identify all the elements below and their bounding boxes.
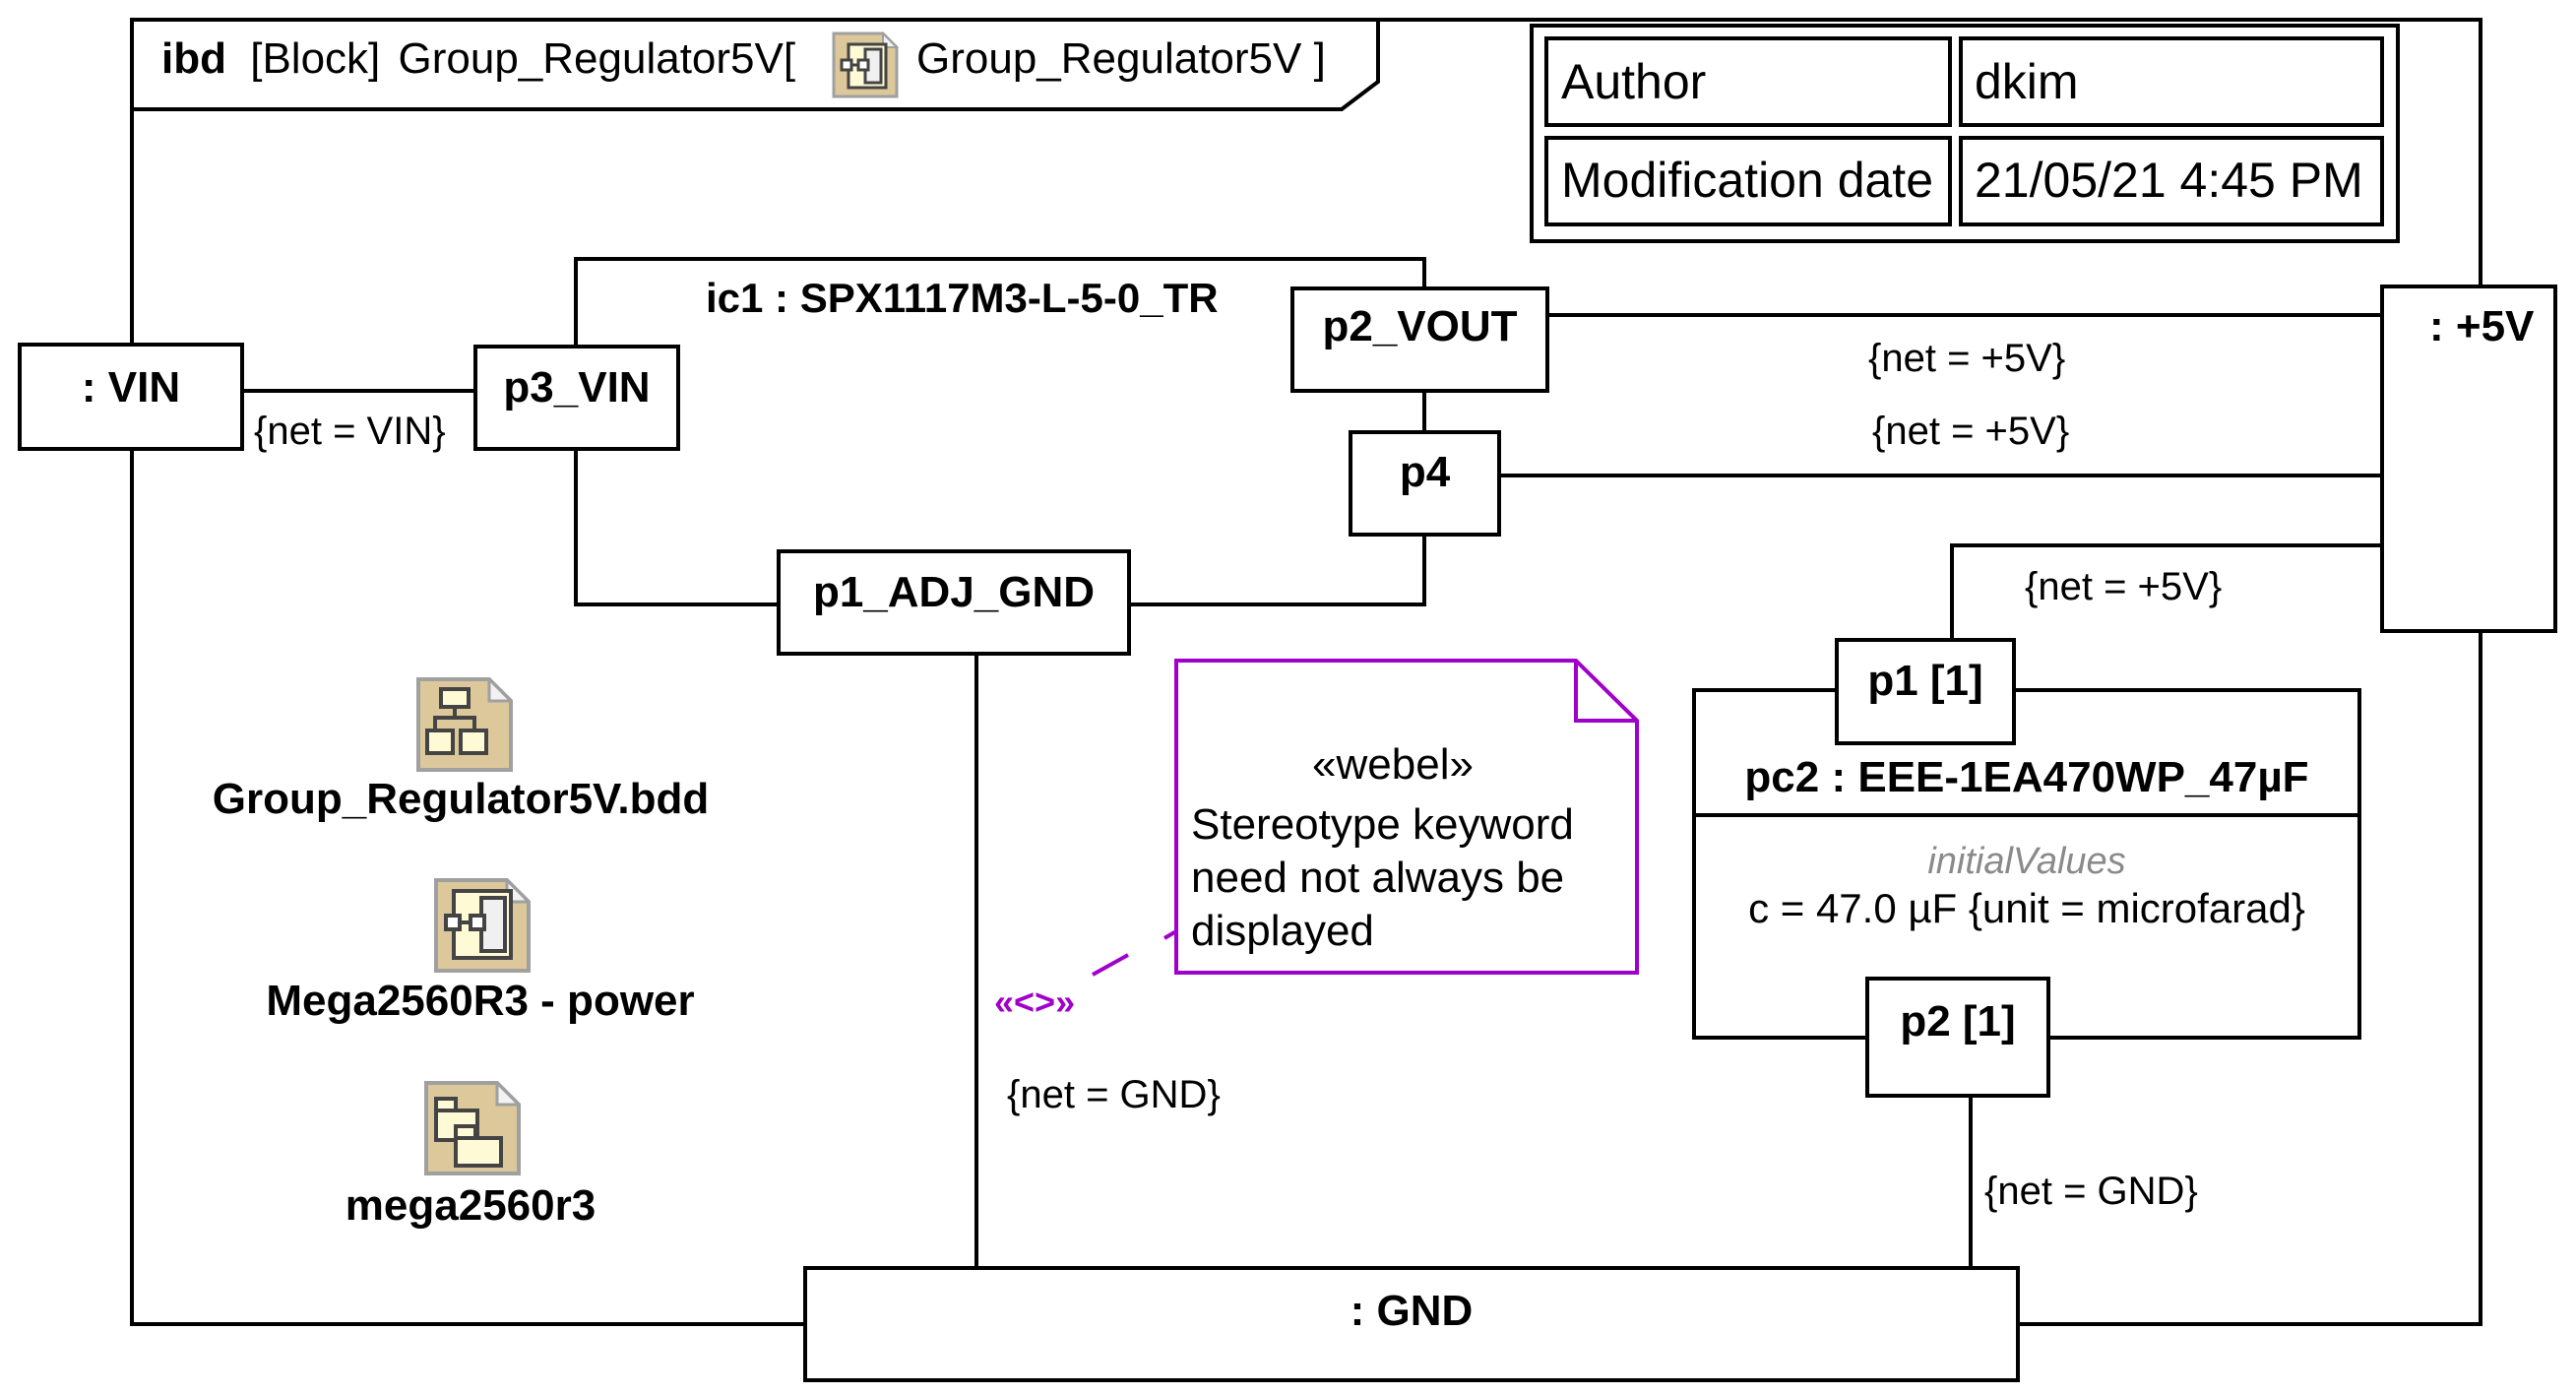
port-p3-vin-label: p3_VIN [503, 363, 651, 412]
plus5v-part-box[interactable] [2380, 285, 2557, 633]
diagram-link-bdd-label[interactable]: Group_Regulator5V.bdd [212, 775, 710, 823]
port-p1-adj-gnd[interactable] [777, 549, 1131, 656]
package-diagram-icon [424, 1081, 521, 1175]
diagram-context-name: Group_Regulator5V ] [916, 34, 1326, 83]
port-pc2-p2[interactable] [1865, 977, 2050, 1098]
port-pc2-p2-label: p2 [1] [1900, 997, 2016, 1046]
pc2-initial-value[interactable]: c = 47.0 µF {unit = microfarad} [1748, 885, 2305, 931]
ibd-diagram-icon [434, 878, 531, 973]
port-p4-label: p4 [1399, 448, 1451, 496]
header-bracket: [ [783, 34, 796, 83]
bdd-diagram-icon [416, 677, 513, 772]
port-p4[interactable] [1349, 430, 1501, 537]
ic1-block[interactable] [574, 257, 1426, 606]
diagram-kind: ibd [161, 34, 226, 83]
diagram-name: Group_Regulator5V [398, 34, 784, 83]
info-table-border [1530, 24, 2400, 243]
connector-cap-p1-5v[interactable] [1950, 543, 2382, 640]
port-p2-vout[interactable] [1290, 286, 1549, 393]
connector-vin-label: {net = VIN} [254, 410, 446, 453]
port-p2-vout-label: p2_VOUT [1322, 302, 1518, 350]
port-p1-adj-gnd-label: p1_ADJ_GND [812, 568, 1096, 616]
note-line-1: Stereotype keyword [1191, 800, 1574, 849]
info-author-value[interactable]: dkim [1975, 54, 2079, 109]
ibd-diagram-icon [832, 32, 899, 98]
stereotype-keyword-label: «<>» [994, 982, 1076, 1022]
port-pc2-p1[interactable] [1835, 638, 2016, 745]
connector-cap-p2-label: {net = GND} [1984, 1170, 2198, 1213]
connector-vout-label: {net = +5V} [1868, 337, 2066, 380]
note-stereotype: «webel» [1312, 740, 1474, 789]
diagram-link-mega2560r3-label[interactable]: mega2560r3 [345, 1181, 597, 1230]
note-anchor-dash-1 [1092, 953, 1129, 977]
note-fold [1574, 661, 1637, 723]
vin-part-label: : VIN [81, 363, 181, 412]
plus5v-part-label: : +5V [2429, 302, 2535, 350]
info-date-key: Modification date [1561, 153, 1934, 208]
note-line-3: displayed [1191, 907, 1374, 955]
pc2-compartment-label: initialValues [1927, 841, 2126, 882]
diagram-link-mega-power-label[interactable]: Mega2560R3 - power [266, 977, 695, 1025]
frame-header-tab [132, 20, 1380, 111]
connector-cap-p1-label: {net = +5V} [2025, 565, 2223, 608]
info-cell-author-key [1544, 36, 1952, 127]
ic1-title: ic1 : SPX1117M3-L-5-0_TR [706, 275, 1219, 321]
info-cell-date-key [1544, 136, 1952, 226]
connector-p4-label: {net = +5V} [1872, 410, 2070, 453]
info-cell-date-value [1959, 136, 2384, 226]
info-cell-author-value [1959, 36, 2384, 127]
vin-part-box[interactable] [18, 343, 244, 451]
info-author-key: Author [1561, 54, 1707, 109]
gnd-part-label: : GND [1350, 1287, 1474, 1335]
note-anchor-dash-2 [1162, 929, 1178, 940]
gnd-part-box[interactable] [803, 1266, 2020, 1382]
diagram-element-type: [Block] [250, 34, 381, 83]
port-p3-vin[interactable] [473, 345, 680, 451]
note-line-2: need not always be [1191, 854, 1565, 902]
connector-adj-gnd-label: {net = GND} [1007, 1073, 1221, 1116]
info-date-value[interactable]: 21/05/21 4:45 PM [1975, 153, 2363, 208]
port-pc2-p1-label: p1 [1] [1867, 657, 1983, 705]
frame-header: ibd [Block] Group_Regulator5V[ [161, 37, 795, 81]
pc2-title: pc2 : EEE-1EA470WP_47µF [1744, 753, 2309, 801]
note-box[interactable] [1174, 659, 1639, 975]
